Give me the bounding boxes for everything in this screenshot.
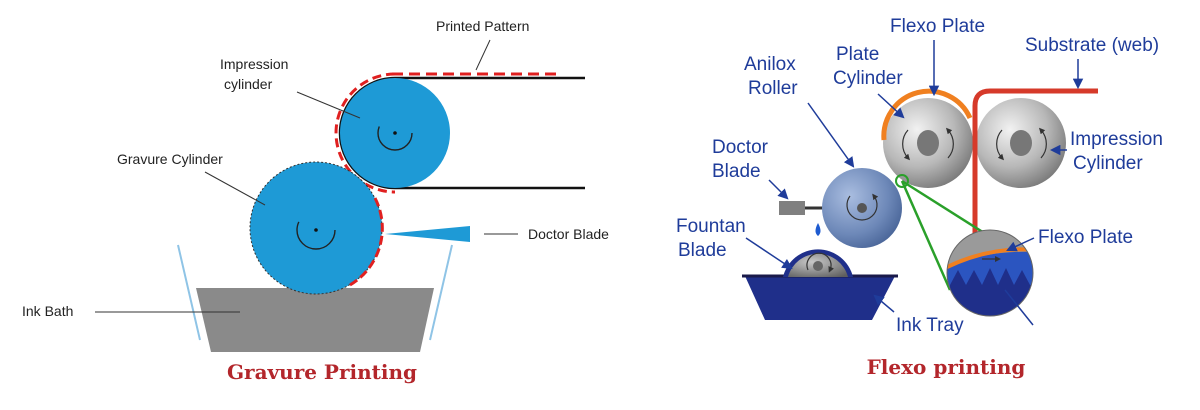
leader-fountain	[745, 237, 793, 270]
leader-ink-tray-detail	[1004, 289, 1034, 326]
impression-rotation-arrow	[377, 115, 413, 151]
label-impression-2: Cylinder	[1073, 153, 1143, 174]
label-plate-cylinder-2: Cylinder	[833, 68, 903, 89]
label-ink-bath: Ink Bath	[22, 303, 73, 319]
ink-drop	[815, 223, 821, 236]
gravure-axle	[314, 228, 318, 232]
label-flexo-plate-zoom: Flexo Plate	[1038, 227, 1133, 248]
ink-bath	[196, 288, 434, 352]
label-fountain-2: Blade	[678, 240, 727, 261]
label-substrate: Substrate (web)	[1025, 35, 1159, 56]
label-impression-1: Impression	[1070, 129, 1163, 150]
label-doctor-blade-2: Blade	[712, 161, 761, 182]
zoom-line-1	[900, 180, 952, 291]
label-ink-tray: Ink Tray	[896, 315, 964, 336]
label-impression-cylinder-1: Impression	[220, 56, 288, 72]
leader-plate-cylinder	[877, 93, 905, 119]
leader-printed-pattern	[475, 39, 491, 71]
anilox-axle	[857, 203, 867, 213]
gravure-diagram: Printed Pattern Impression cylinder Grav…	[22, 18, 609, 384]
zoom-detail	[947, 230, 1033, 316]
doctor-blade	[385, 226, 470, 242]
impression-axle	[393, 131, 397, 135]
zoom-source-marker	[895, 174, 909, 188]
caption-gravure: Gravure Printing	[227, 360, 417, 384]
impression-cylinder-highlight	[334, 72, 396, 194]
fountain-axle	[813, 261, 823, 271]
leader-flexo-plate-zoom	[1006, 237, 1035, 252]
flexo-impression-rotation-arrow-2	[1039, 127, 1047, 159]
anilox-rotation-arrow	[846, 193, 879, 221]
doctor-blade-holder	[779, 201, 805, 215]
zoom-circle-border	[946, 229, 1034, 317]
label-fountain-1: Fountan	[676, 216, 746, 237]
leader-impression	[296, 91, 361, 119]
flexo-impression-rotation-arrow	[996, 129, 1004, 161]
flexo-plate-on-cylinder	[881, 88, 973, 141]
label-anilox-2: Roller	[748, 78, 798, 99]
leader-gravure-cylinder	[204, 171, 266, 206]
leader-anilox	[807, 102, 855, 168]
label-flexo-plate-top: Flexo Plate	[890, 16, 985, 37]
plate-cylinder-hub	[917, 130, 939, 156]
fountain-rotation-arrow	[806, 252, 834, 273]
leader-doctor-blade	[768, 179, 789, 200]
ink-tray	[745, 276, 895, 320]
caption-flexo: Flexo printing	[867, 355, 1026, 379]
ink-bath-tank	[177, 244, 453, 341]
flexo-diagram: Anilox Roller Plate Cylinder Flexo Plate…	[676, 16, 1163, 379]
plate-rotation-arrow	[902, 129, 910, 161]
flexo-substrate-web	[972, 88, 1098, 292]
label-anilox-1: Anilox	[744, 54, 796, 75]
label-printed-pattern: Printed Pattern	[436, 18, 529, 34]
label-gravure-cylinder: Gravure Cylinder	[117, 151, 223, 167]
gravure-rotation-arrow	[296, 210, 336, 250]
leader-ink-tray	[873, 294, 895, 313]
label-plate-cylinder-1: Plate	[836, 44, 879, 65]
label-doctor-blade-1: Doctor	[712, 137, 769, 158]
flexo-impression-hub	[1010, 130, 1032, 156]
label-impression-cylinder-2: cylinder	[224, 76, 273, 92]
label-doctor-blade: Doctor Blade	[528, 226, 609, 242]
plate-rotation-arrow-2	[946, 127, 954, 159]
